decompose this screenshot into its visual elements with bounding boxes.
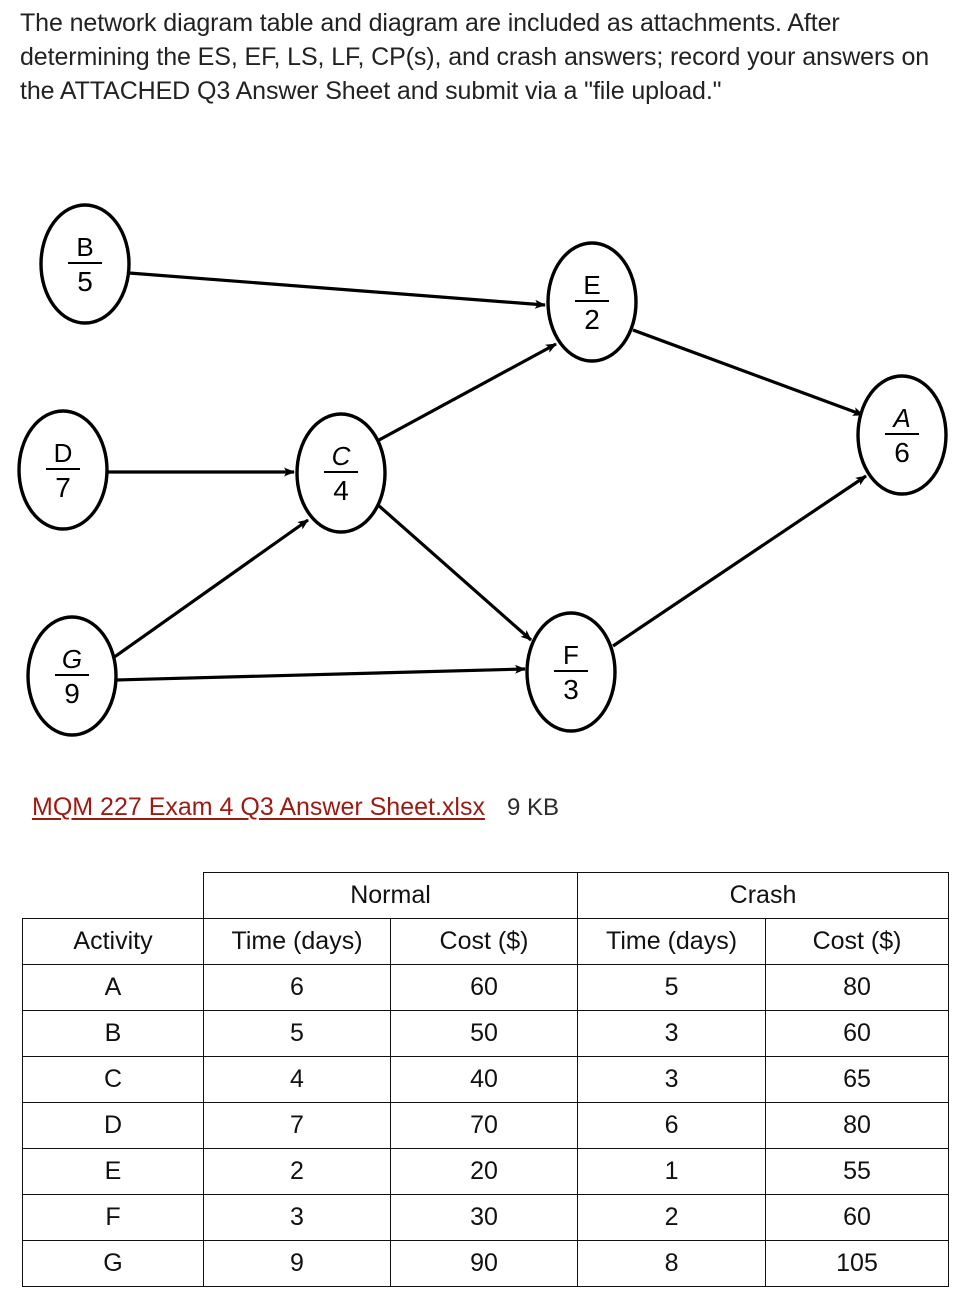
edge-c-to-e <box>378 342 557 442</box>
cell-activity: F <box>22 1194 204 1241</box>
cell-value: 5 <box>203 1010 391 1057</box>
node-duration-f: 3 <box>563 674 579 705</box>
cell-activity: E <box>22 1148 204 1195</box>
edge-g-to-c <box>112 518 309 660</box>
node-duration-e: 2 <box>584 304 600 335</box>
table-column-header-2: Cost ($) <box>389 918 579 965</box>
edge-f-to-a <box>612 474 867 648</box>
node-d: D7 <box>17 409 109 531</box>
cell-value: 80 <box>765 1102 950 1149</box>
intro-paragraph: The network diagram table and diagram ar… <box>20 9 930 105</box>
cell-value: 3 <box>203 1194 391 1241</box>
cell-value: 55 <box>765 1148 950 1195</box>
table-group-header-normal: Normal <box>202 872 579 919</box>
edge-g-to-f <box>115 664 526 682</box>
node-duration-g: 9 <box>64 678 80 709</box>
node-g: G9 <box>26 615 118 737</box>
node-duration-d: 7 <box>55 472 71 503</box>
attachment-file-link[interactable]: MQM 227 Exam 4 Q3 Answer Sheet.xlsx <box>32 793 485 821</box>
node-a: A6 <box>856 374 948 496</box>
cell-value: 50 <box>389 1010 579 1057</box>
cell-value: 65 <box>765 1056 950 1103</box>
cell-value: 7 <box>203 1102 391 1149</box>
node-label-d: D <box>54 438 73 468</box>
cell-activity: G <box>22 1240 204 1287</box>
edge-c-to-f <box>376 503 533 642</box>
node-b: B5 <box>39 203 131 325</box>
cell-activity: B <box>22 1010 204 1057</box>
cell-activity: D <box>22 1102 204 1149</box>
node-label-f: F <box>563 640 579 670</box>
cell-value: 60 <box>765 1010 950 1057</box>
cell-value: 3 <box>577 1010 767 1057</box>
cell-value: 2 <box>203 1148 391 1195</box>
node-f: F3 <box>525 611 617 733</box>
cell-value: 20 <box>389 1148 579 1195</box>
network-edges <box>108 271 867 682</box>
cell-value: 5 <box>577 964 767 1011</box>
cell-value: 1 <box>577 1148 767 1195</box>
cell-value: 6 <box>203 964 391 1011</box>
cell-activity: A <box>22 964 204 1011</box>
attachment-row: MQM 227 Exam 4 Q3 Answer Sheet.xlsx 9 KB <box>32 793 559 822</box>
cell-value: 4 <box>203 1056 391 1103</box>
cell-value: 8 <box>577 1240 767 1287</box>
table-column-header-3: Time (days) <box>577 918 767 965</box>
cell-value: 3 <box>577 1056 767 1103</box>
cell-value: 60 <box>389 964 579 1011</box>
cell-activity: C <box>22 1056 204 1103</box>
table-corner-blank <box>22 872 204 919</box>
edge-b-to-e <box>128 271 546 309</box>
node-duration-a: 6 <box>894 437 910 468</box>
node-c: C4 <box>295 412 387 534</box>
cell-value: 40 <box>389 1056 579 1103</box>
table-column-header-1: Time (days) <box>203 918 391 965</box>
edge-e-to-a <box>632 328 864 417</box>
node-label-c: C <box>332 441 351 471</box>
node-e: E2 <box>546 241 638 363</box>
cell-value: 70 <box>389 1102 579 1149</box>
cell-value: 80 <box>765 964 950 1011</box>
node-label-g: G <box>62 644 82 674</box>
table-column-header-4: Cost ($) <box>765 918 950 965</box>
table-group-header-crash: Crash <box>577 872 950 919</box>
cell-value: 9 <box>203 1240 391 1287</box>
node-label-b: B <box>76 232 93 262</box>
table-column-header-0: Activity <box>22 918 204 965</box>
node-label-e: E <box>583 270 600 300</box>
cell-value: 90 <box>389 1240 579 1287</box>
cell-value: 30 <box>389 1194 579 1241</box>
attachment-file-size: 9 KB <box>506 794 559 821</box>
cell-value: 60 <box>765 1194 950 1241</box>
cell-value: 2 <box>577 1194 767 1241</box>
node-label-a: A <box>891 403 910 433</box>
node-duration-c: 4 <box>333 475 349 506</box>
cell-value: 105 <box>765 1240 950 1287</box>
node-duration-b: 5 <box>77 266 93 297</box>
cell-value: 6 <box>577 1102 767 1149</box>
